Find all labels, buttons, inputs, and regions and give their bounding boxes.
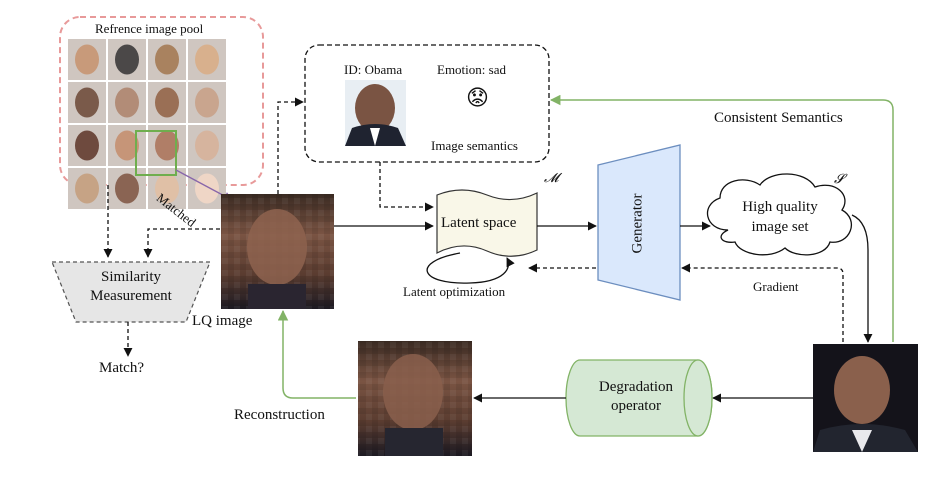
lq-to-semantics-arrow	[277, 97, 304, 194]
lq-image-label: LQ image	[192, 313, 253, 329]
consistent-semantics-arrow	[549, 94, 894, 342]
similarity-measurement-shape	[51, 261, 211, 323]
consistent-semantics-label: Consistent Semantics	[714, 110, 843, 126]
generator-label: Generator	[629, 193, 646, 254]
pool-tile-face	[195, 44, 219, 75]
semantics-id-label: ID: Obama	[344, 62, 403, 77]
degradation-label-line2: operator	[611, 398, 661, 414]
pool-tile-face	[195, 87, 219, 118]
semantics-emotion-label: Emotion: sad	[437, 62, 506, 77]
semantics-caption: Image semantics	[431, 138, 518, 153]
pool-tile-face	[155, 87, 179, 118]
pool-tile-face	[75, 130, 99, 161]
image-semantics-box	[304, 44, 550, 163]
latent-optimization-label: Latent optimization	[403, 284, 506, 299]
pool-tile-face	[75, 173, 99, 204]
pool-tile-face	[115, 130, 139, 161]
hq-set-label-line1: High quality	[742, 199, 818, 215]
pool-tile-face	[115, 173, 139, 204]
pool-tile-face	[75, 87, 99, 118]
gradient-label: Gradient	[753, 279, 799, 294]
latent-space-symbol: 𝓜	[544, 171, 559, 186]
pool-tile-face	[155, 130, 179, 161]
matched-tile-highlight	[135, 130, 177, 176]
match-output-label: Match?	[99, 360, 144, 376]
pool-tile-face	[115, 44, 139, 75]
pool-tile-face	[195, 130, 219, 161]
generator-shape	[597, 144, 681, 301]
lq-to-similarity-arrow	[143, 228, 220, 258]
gradient-to-generator-arrow	[681, 263, 844, 342]
pool-tile-face	[195, 173, 219, 204]
reference-pool-title: Refrence image pool	[95, 21, 204, 36]
latent-optimization-loop	[426, 252, 515, 284]
latent-space-shape	[436, 189, 538, 257]
reconstruction-label: Reconstruction	[234, 407, 325, 423]
hq-image-set-cloud	[706, 173, 852, 256]
pool-tile-face	[155, 44, 179, 75]
pool-tile-face	[155, 173, 179, 204]
semantics-to-latent-arrow	[379, 162, 434, 212]
similarity-label-line2: Measurement	[90, 288, 172, 304]
similarity-label-line1: Similarity	[101, 269, 161, 285]
hq-to-output-arrow	[851, 214, 873, 343]
pool-tile-face	[115, 87, 139, 118]
pool-tile-face	[75, 44, 99, 75]
sad-emoji-icon: 😟	[466, 86, 489, 111]
hq-set-label-line2: image set	[751, 219, 809, 235]
reconstruction-to-lq-arrow	[277, 309, 356, 399]
latent-space-label: Latent space	[441, 215, 517, 231]
reference-pool-tiles	[68, 39, 226, 209]
hq-set-symbol: 𝓢	[834, 172, 845, 187]
degradation-label-line1: Degradation	[598, 379, 674, 395]
